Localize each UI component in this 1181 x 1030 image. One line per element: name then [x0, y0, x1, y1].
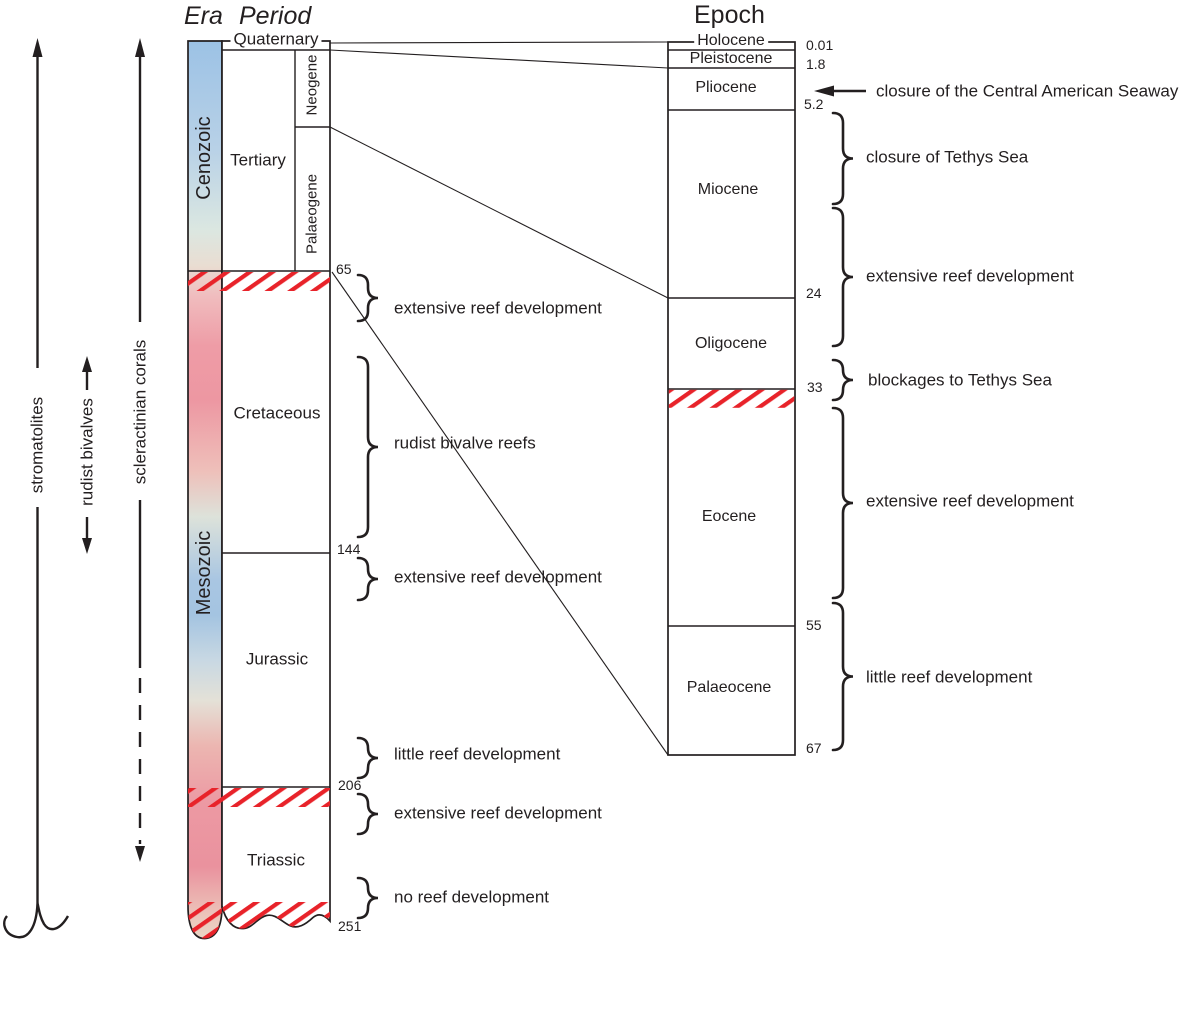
annotation-period-1: rudist bivalve reefs — [394, 433, 536, 453]
epoch-boundary-lines — [668, 49, 795, 627]
annotation-period-0: extensive reef development — [394, 298, 602, 318]
stromatolites-arrowhead-up-icon — [32, 38, 43, 57]
annotation-period-4: extensive reef development — [394, 803, 602, 823]
epoch-label-eocene: Eocene — [701, 508, 757, 525]
range-label-rudist-bivalves: rudist bivalves — [77, 398, 97, 506]
seaway-arrow — [814, 85, 866, 97]
brace-epoch-5 — [831, 601, 854, 752]
epoch-label-holocene: Holocene — [694, 33, 768, 49]
brace-epoch-3 — [831, 358, 854, 402]
rudist-arrowhead-up-icon — [82, 356, 92, 372]
period-column-header: Period — [239, 2, 312, 30]
age-251: 251 — [338, 918, 362, 934]
period-label-palaeogene: Palaeogene — [303, 173, 321, 255]
annotation-epoch-4: extensive reef development — [866, 491, 1074, 511]
era-label-mesozoic: Mesozoic — [193, 530, 215, 616]
period-label-quaternary: Quaternary — [230, 30, 322, 48]
period-label-cretaceous: Cretaceous — [233, 403, 321, 423]
era-column-header: Era — [184, 2, 223, 30]
age-5.2: 5.2 — [804, 96, 824, 112]
range-label-stromatolites: stromatolites — [27, 396, 47, 494]
extinction-hatch-65 — [188, 272, 330, 291]
epoch-label-pleistocene: Pleistocene — [689, 50, 773, 67]
rudist-arrowhead-down-icon — [82, 538, 92, 554]
brace-period-3 — [356, 736, 379, 780]
epoch-label-oligocene: Oligocene — [694, 335, 768, 352]
range-label-scleractinian-corals: scleractinian corals — [130, 339, 150, 485]
age-144: 144 — [337, 541, 361, 557]
brace-period-5 — [356, 876, 379, 920]
age-33: 33 — [807, 379, 823, 395]
seaway-arrowhead-left-icon — [814, 85, 834, 97]
annotation-epoch-seaway: closure of the Central American Seaway — [876, 81, 1179, 101]
brace-period-0 — [356, 273, 379, 323]
extinction-hatch-33 — [668, 389, 795, 408]
era-label-cenozoic: Cenozoic — [193, 116, 215, 200]
age-0.01: 0.01 — [806, 37, 834, 53]
braces — [356, 111, 854, 920]
annotation-epoch-2: extensive reef development — [866, 266, 1074, 286]
scleractinian-arrowhead-up-icon — [135, 38, 145, 57]
epoch-label-miocene: Miocene — [697, 181, 759, 198]
annotation-period-5: no reef development — [394, 887, 549, 907]
brace-epoch-1 — [831, 111, 854, 206]
brace-period-4 — [356, 792, 379, 836]
brace-period-2 — [356, 556, 379, 602]
annotation-epoch-3: blockages to Tethys Sea — [868, 370, 1052, 390]
annotation-epoch-1: closure of Tethys Sea — [866, 147, 1029, 167]
annotation-period-3: little reef development — [394, 744, 561, 764]
age-24: 24 — [806, 285, 822, 301]
scleractinian-arrowhead-down-icon — [135, 846, 145, 862]
period-label-triassic: Triassic — [247, 850, 305, 870]
brace-period-1 — [356, 355, 379, 539]
annotation-period-2: extensive reef development — [394, 567, 602, 587]
age-55: 55 — [806, 617, 822, 633]
period-label-neogene: Neogene — [303, 54, 321, 116]
age-65: 65 — [336, 261, 352, 277]
age-67: 67 — [806, 740, 822, 756]
period-label-jurassic: Jurassic — [245, 649, 309, 669]
stromatolites-continuation-squiggle — [3, 902, 70, 939]
period-label-tertiary: Tertiary — [230, 150, 286, 170]
age-1.8: 1.8 — [806, 56, 826, 72]
brace-epoch-2 — [831, 206, 854, 348]
annotation-epoch-5: little reef development — [866, 667, 1033, 687]
period-boundary-lines — [188, 49, 330, 788]
epoch-column-header: Epoch — [694, 1, 765, 29]
epoch-label-palaeocene: Palaeocene — [686, 679, 772, 696]
age-206: 206 — [338, 777, 362, 793]
epoch-label-pliocene: Pliocene — [695, 79, 757, 96]
organism-range-arrows — [3, 38, 145, 939]
extinction-hatch-206 — [188, 788, 330, 807]
brace-epoch-4 — [831, 406, 854, 600]
connector-lines — [329, 41, 669, 756]
